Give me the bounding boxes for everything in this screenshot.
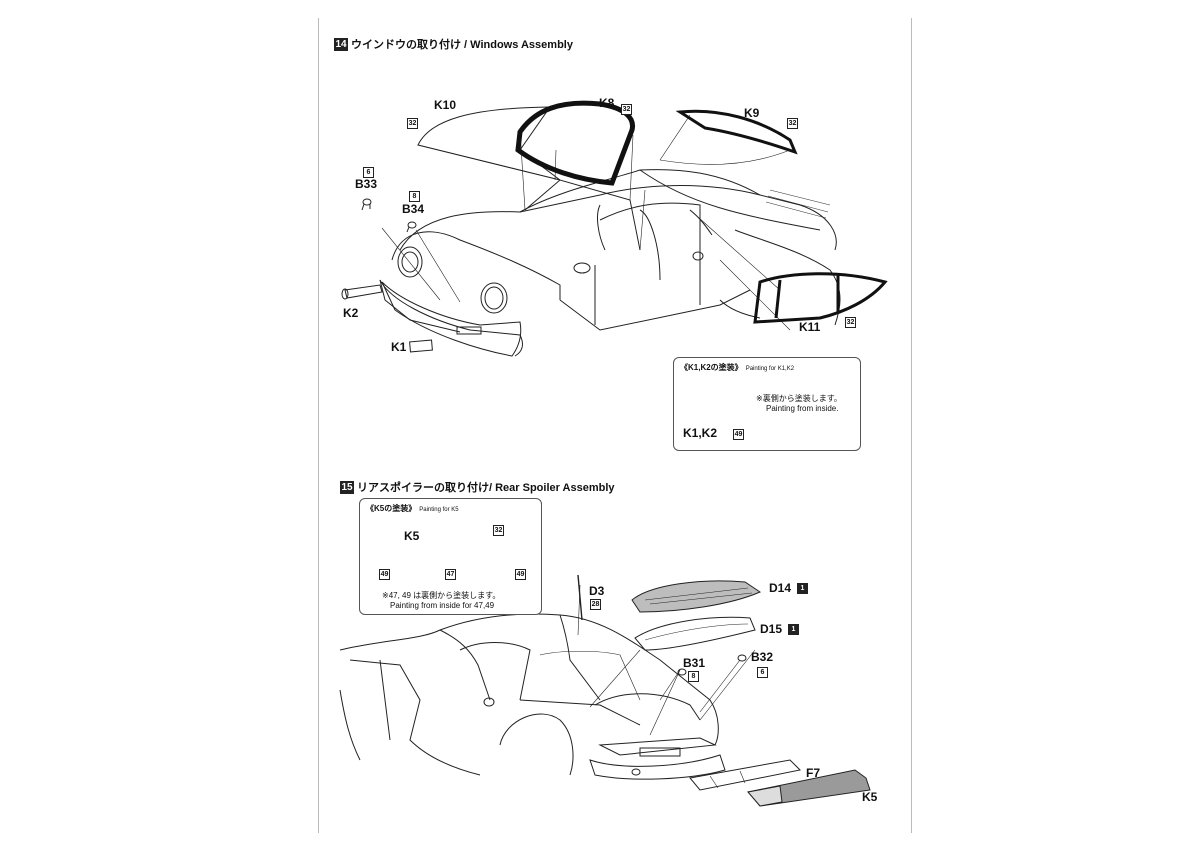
step15-car-body [339,584,756,780]
label-k2: K2 [343,306,359,320]
label-b34: B34 [402,202,425,216]
label-k1: K1 [391,340,407,354]
label-k9: K9 [744,106,760,120]
label-k5: K5 [862,790,878,804]
k5-code-left: 49 [379,569,390,580]
k9-rear-window [675,109,798,155]
label-b32: B32 [751,650,774,664]
k5-code-top: 32 [493,525,504,536]
code-d14: 1 [797,583,808,594]
code-k11: 32 [845,317,856,328]
label-d3: D3 [589,584,605,598]
k10-glass [417,106,561,181]
f7-lightbar [689,759,802,791]
label-k10: K10 [434,98,457,112]
k1k2-painting-box: 《K1,K2の塗装》Painting for K1,K2 ※裏側から塗装します。… [673,357,861,451]
label-d14: D14 [769,581,792,595]
b32-part [737,654,747,662]
k1k2-note-jp: ※裏側から塗装します。 [756,394,842,403]
k8-windshield [515,100,635,186]
code-b32: 6 [757,667,768,678]
code-k9: 32 [787,118,798,129]
label-b33: B33 [355,177,378,191]
step15-title: リアスポイラーの取り付け/ Rear Spoiler Assembly [357,482,615,494]
step14-heading: 14 ウインドウの取り付け / Windows Assembly [334,36,573,52]
code-d3: 28 [590,599,601,610]
k1k2-painting-title-en: Painting for K1,K2 [745,366,795,372]
d3-antenna [577,574,583,621]
label-k8: K8 [599,96,615,110]
label-k11: K11 [799,320,821,334]
code-b31: 8 [688,671,699,682]
k5-box-part-label: K5 [404,529,420,543]
code-b34: 8 [409,191,420,202]
step15-heading: 15 リアスポイラーの取り付け/ Rear Spoiler Assembly [340,479,615,495]
k1k2-painting-title: 《K1,K2の塗装》Painting for K1,K2 [680,362,794,373]
label-f7: F7 [806,766,821,780]
step15-number: 15 [340,480,354,494]
d15-tray [634,616,756,651]
k5-painting-title-jp: 《K5の塗装》 [366,504,417,513]
step14-number: 14 [334,37,348,51]
k5-code-center: 47 [445,569,456,580]
k5-code-right: 49 [515,569,526,580]
k5-note-jp: ※47, 49 は裏側から塗装します。 [382,591,501,600]
k2-part [341,284,383,300]
k5-note-en: Painting from inside for 47,49 [390,601,495,610]
k5-part [747,769,871,807]
d14-grille [631,580,762,613]
label-d15: D15 [760,622,783,636]
k1-part [409,339,433,353]
code-d15: 1 [788,624,799,635]
k1k2-part-label: K1,K2 [683,426,718,440]
b34-part [406,221,417,233]
b31-part [677,668,687,676]
label-b31: B31 [683,656,706,670]
step14-title: ウインドウの取り付け / Windows Assembly [351,39,573,51]
k11-side-windows [753,272,888,324]
code-b33: 6 [363,167,374,178]
k5-painting-title: 《K5の塗装》Painting for K5 [366,503,459,514]
k5-painting-title-en: Painting for K5 [419,507,459,513]
k5-painting-box: 《K5の塗装》Painting for K5 K5 32 49 47 49 ※4… [359,498,542,615]
k1k2-note-en: Painting from inside. [766,404,839,413]
code-k10: 32 [407,118,418,129]
k1k2-color-code: 49 [733,429,744,440]
k1k2-painting-title-jp: 《K1,K2の塗装》 [680,363,743,372]
step14-car-body [379,114,841,357]
b33-part [361,198,372,211]
code-k8: 32 [621,104,632,115]
